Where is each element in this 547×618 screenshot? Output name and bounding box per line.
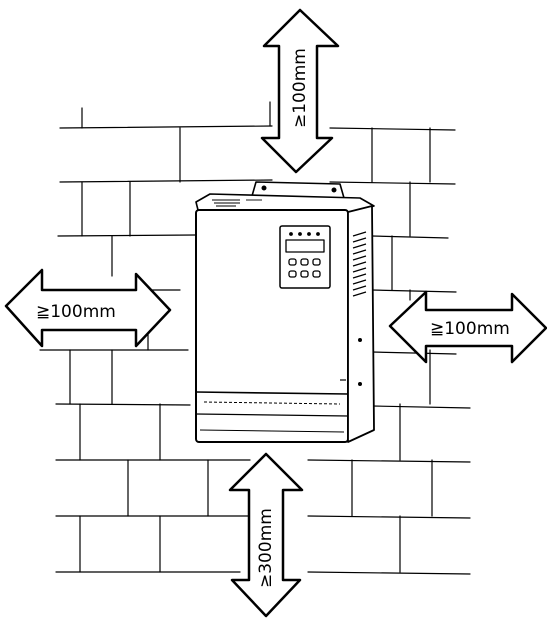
left-clearance-arrow: ≧100mm bbox=[4, 268, 172, 348]
top-clearance-label: ≥100mm bbox=[290, 48, 310, 128]
bottom-clearance-arrow: ≥300mm bbox=[228, 452, 304, 618]
lcd-screen bbox=[285, 239, 325, 253]
bottom-clearance-label: ≥300mm bbox=[256, 508, 276, 588]
lcd-panel bbox=[279, 225, 331, 289]
right-clearance-label: ≧100mm bbox=[430, 319, 510, 339]
keypad-buttons bbox=[288, 258, 321, 278]
top-clearance-arrow: ≥100mm bbox=[260, 8, 340, 174]
inverter-unit bbox=[195, 181, 375, 443]
right-clearance-arrow: ≧100mm bbox=[388, 290, 547, 364]
left-clearance-label: ≧100mm bbox=[36, 302, 116, 322]
side-vent bbox=[352, 231, 367, 297]
mounting-bracket bbox=[251, 181, 345, 199]
brick-wall bbox=[39, 101, 471, 575]
